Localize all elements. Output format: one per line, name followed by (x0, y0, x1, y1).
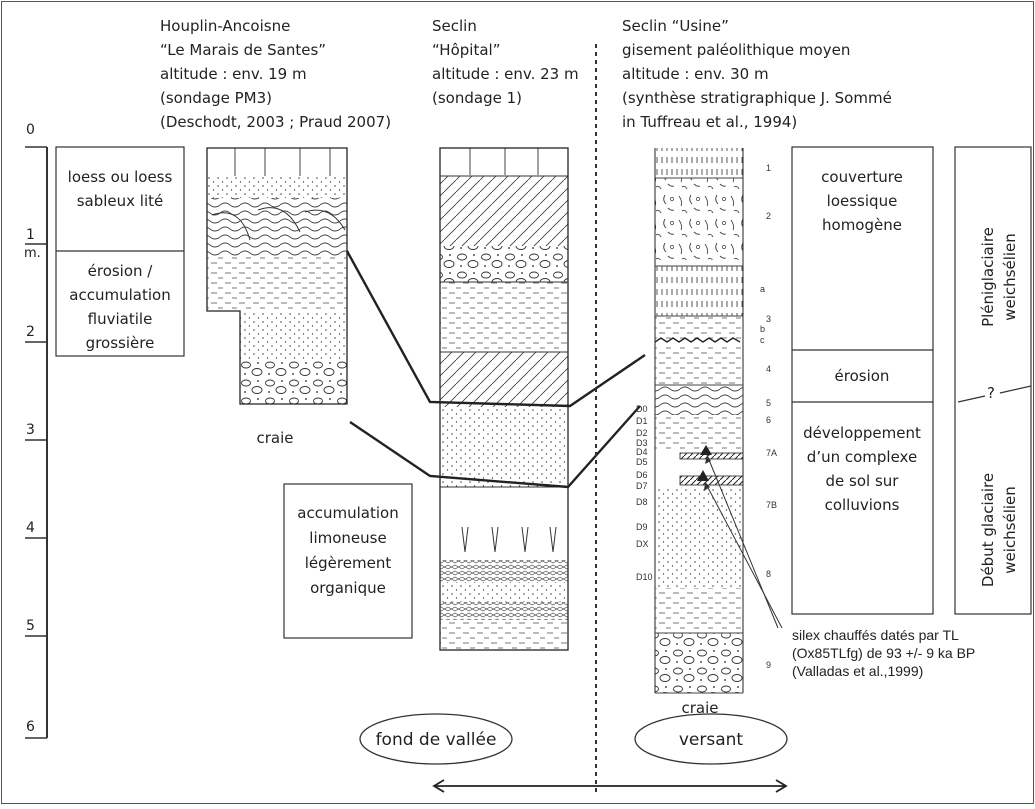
depth-unit-label: m. (24, 246, 41, 261)
right-box1-line-3: homogène (822, 216, 902, 234)
usine-d4: D4 (636, 447, 648, 457)
chronology-column: ? Pléniglaciaire weichsélien Début glaci… (954, 146, 1032, 615)
heading-seclin-hopital: Seclin “Hôpital” altitude : env. 23 m (s… (432, 17, 579, 107)
usine-base-label: craie (681, 699, 718, 717)
houplin-heading-line-2: “Le Marais de Santes” (160, 41, 326, 59)
middle-box-line-3: légèrement (305, 554, 392, 572)
usine-layer-9: 9 (766, 660, 771, 670)
middle-interpretation-box: accumulation limoneuse légèrement organi… (283, 483, 413, 639)
left-box1-line-1: loess ou loess (68, 168, 173, 186)
chrono-question-mark: ? (987, 384, 995, 402)
usine-log: craie 1 2 3 4 5 6 7A 7B 8 9 a b c D0 D1 … (636, 148, 777, 717)
hopital-heading-line-1: Seclin (432, 17, 477, 35)
hopital-heading-line-2: “Hôpital” (432, 41, 500, 59)
right-box2-line-1: érosion (835, 367, 890, 385)
usine-layer-1: 1 (766, 163, 771, 173)
usine-d1: D1 (636, 416, 648, 426)
right-box3-line-2: d’un complexe (807, 448, 917, 466)
left-box1-line-2: sableux lité (77, 192, 164, 210)
usine-heading-line-3: altitude : env. 30 m (622, 65, 769, 83)
usine-d7: D7 (636, 481, 648, 491)
houplin-heading-line-3: altitude : env. 19 m (160, 65, 307, 83)
houplin-base-label: craie (256, 429, 293, 447)
usine-sublayer-b: b (760, 324, 765, 334)
usine-layer-4: 4 (766, 364, 771, 374)
usine-d2: D2 (636, 428, 648, 438)
usine-dx: DX (636, 539, 649, 549)
usine-heading-line-4: (synthèse stratigraphique J. Sommé (622, 89, 892, 107)
annotation-line-2: (Ox85TLfg) de 93 +/- 9 ka BP (792, 645, 975, 661)
heading-houplin: Houplin-Ancoisne “Le Marais de Santes” a… (160, 17, 391, 131)
middle-box-frame (283, 483, 413, 639)
annotation-line-1: silex chauffés datés par TL (792, 627, 959, 643)
chrono-upper-line-2: weichsélien (1001, 233, 1019, 321)
usine-d0: D0 (636, 404, 648, 414)
houplin-heading-line-4: (sondage PM3) (160, 89, 272, 107)
middle-box-line-2: limoneuse (309, 529, 386, 547)
left-box2-line-3: fluviatile (88, 310, 153, 328)
houplin-log: craie (206, 147, 348, 447)
usine-layer-8: 8 (766, 569, 771, 579)
hopital-log (439, 147, 569, 651)
usine-layer-2: 2 (766, 211, 771, 221)
left-interpretation-boxes: loess ou loess sableux lité érosion / ac… (55, 146, 185, 357)
usine-sublayer-a: a (760, 284, 765, 294)
usine-d8: D8 (636, 497, 648, 507)
depth-tick-0: 0 (26, 122, 35, 138)
oval-slope (634, 713, 788, 765)
right-box3-line-4: colluvions (825, 496, 900, 514)
annotation-line-3: (Valladas et al.,1999) (792, 663, 923, 679)
depth-tick-2: 2 (26, 324, 35, 340)
chrono-lower-line-1: Début glaciaire (979, 473, 997, 587)
oval-valley (359, 713, 513, 765)
depth-tick-6: 6 (26, 719, 35, 735)
usine-layer-5: 5 (766, 398, 771, 408)
chrono-upper-line-1: Pléniglaciaire (979, 227, 997, 327)
tl-dating-annotation: silex chauffés datés par TL (Ox85TLfg) d… (704, 454, 975, 679)
right-box3-line-1: développement (803, 424, 921, 442)
depth-tick-3: 3 (26, 422, 35, 438)
houplin-heading-line-1: Houplin-Ancoisne (160, 17, 290, 35)
usine-layer-7a: 7A (766, 448, 777, 458)
hopital-heading-line-4: (sondage 1) (432, 89, 522, 107)
oval-valley-label: fond de vallée (376, 730, 497, 750)
right-box-frame (791, 146, 934, 615)
usine-layer-6: 6 (766, 415, 771, 425)
depth-tick-1: 1 (26, 227, 35, 243)
oval-slope-label: versant (679, 730, 744, 750)
usine-d3: D3 (636, 438, 648, 448)
right-box1-line-2: loessique (827, 192, 898, 210)
chrono-frame (954, 146, 1032, 615)
depth-scale: 0 1 m. 2 3 4 5 6 (24, 122, 48, 739)
usine-heading-line-2: gisement paléolithique moyen (622, 41, 850, 59)
left-box2-line-2: accumulation (69, 286, 170, 304)
hopital-heading-line-3: altitude : env. 23 m (432, 65, 579, 83)
usine-heading-line-1: Seclin “Usine” (622, 17, 729, 35)
houplin-heading-line-5: (Deschodt, 2003 ; Praud 2007) (160, 113, 391, 131)
usine-d5: D5 (636, 457, 648, 467)
usine-layer-3: 3 (766, 314, 771, 324)
usine-heading-line-5: in Tuffreau et al., 1994) (622, 113, 797, 131)
right-box1-line-1: couverture (821, 168, 903, 186)
usine-d10: D10 (636, 572, 653, 582)
usine-sublayer-c: c (760, 335, 765, 345)
correlation-lines (345, 250, 646, 489)
depth-tick-4: 4 (26, 520, 35, 536)
middle-box-line-1: accumulation (297, 504, 398, 522)
chrono-lower-line-2: weichsélien (1001, 486, 1019, 574)
middle-box-line-4: organique (310, 579, 386, 597)
right-box3-line-3: de sol sur (826, 472, 900, 490)
usine-d9: D9 (636, 522, 648, 532)
left-box2-line-1: érosion / (88, 262, 154, 280)
heading-seclin-usine: Seclin “Usine” gisement paléolithique mo… (622, 17, 892, 131)
usine-d6: D6 (636, 470, 648, 480)
left-box2-line-4: grossière (86, 334, 155, 352)
right-interpretation-boxes: couverture loessique homogène érosion dé… (791, 146, 934, 615)
context-ovals: fond de vallée versant (359, 713, 788, 793)
usine-layer-7b: 7B (766, 500, 777, 510)
depth-tick-5: 5 (26, 618, 35, 634)
